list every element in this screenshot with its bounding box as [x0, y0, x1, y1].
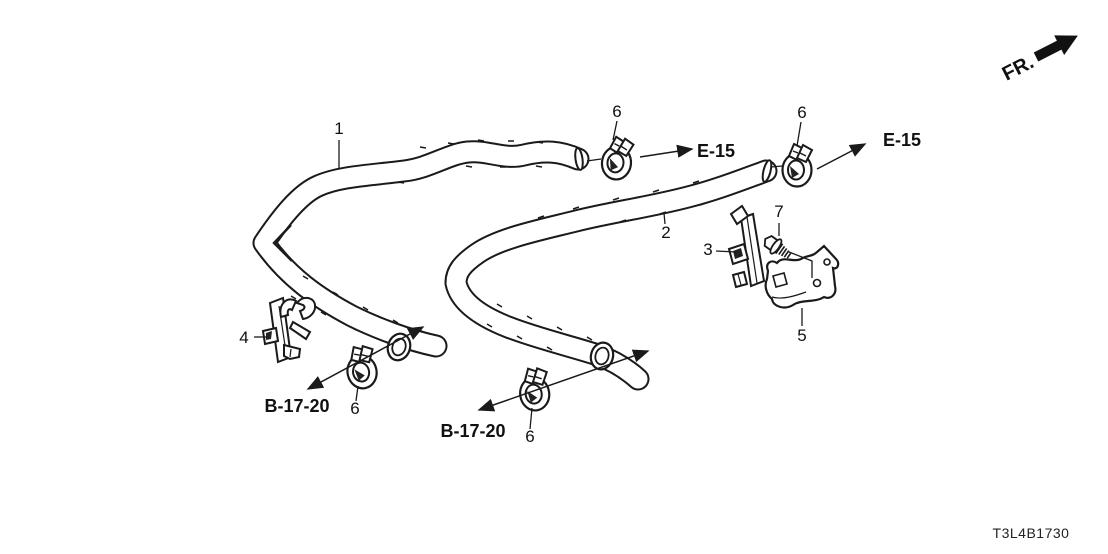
callout-6-lower-left: 6 — [350, 399, 359, 418]
water-hose-2 — [444, 159, 778, 391]
clip-stay-3 — [727, 204, 766, 289]
e15-arrow-right — [816, 143, 867, 170]
ref-e15-right: E-15 — [883, 130, 921, 150]
ref-b17-20-right: B-17-20 — [440, 421, 505, 441]
callout-1: 1 — [334, 119, 343, 138]
callout-7: 7 — [774, 202, 783, 221]
b17-20-arrow-left — [306, 326, 425, 390]
b17-20-arrow-right — [477, 349, 650, 412]
fr-label: FR. — [999, 51, 1038, 85]
spring-clamp-upper-right — [781, 142, 814, 188]
callout-6-upper-left: 6 — [612, 102, 621, 121]
reference-arrows — [306, 143, 867, 412]
bracket-5 — [764, 244, 840, 309]
fr-direction-indicator: FR. — [999, 35, 1078, 85]
fr-arrow-icon — [1033, 35, 1078, 62]
e15-arrow-left — [639, 144, 694, 158]
callout-6-upper-right: 6 — [797, 103, 806, 122]
ref-b17-20-left: B-17-20 — [264, 396, 329, 416]
callout-2: 2 — [661, 223, 670, 242]
spring-clamp-upper-left — [599, 134, 636, 183]
callout-3: 3 — [703, 240, 712, 259]
spring-clamp-lower-right — [515, 365, 553, 414]
leader-lines — [254, 120, 813, 430]
hose-clip-4 — [261, 296, 317, 364]
ref-e15-left: E-15 — [697, 141, 735, 161]
callout-4: 4 — [239, 328, 248, 347]
callout-6-lower-right: 6 — [525, 427, 534, 446]
hose-texture-ticks — [290, 139, 707, 351]
drawing-number: T3L4B1730 — [993, 525, 1070, 541]
flange-bolt-7 — [763, 235, 792, 259]
callout-5: 5 — [797, 326, 806, 345]
